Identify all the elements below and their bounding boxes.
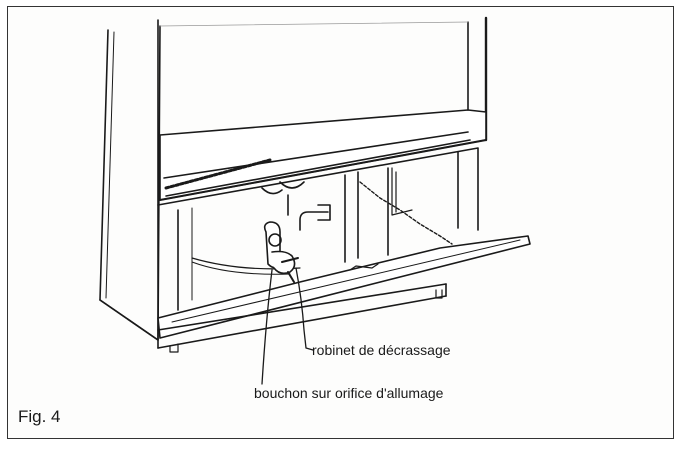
boiler-casing [99, 16, 488, 341]
label-bouchon-orifice-allumage: bouchon sur orifice d'allumage [254, 385, 444, 401]
figure-caption: Fig. 4 [18, 407, 61, 426]
lower-compartment [157, 147, 479, 311]
valve-assembly [263, 221, 299, 283]
control-panel [159, 109, 487, 201]
figure-frame [7, 6, 674, 439]
leader-line-robinet [295, 267, 314, 351]
leader-line-bouchon [261, 269, 273, 385]
label-robinet-de-decrassage: robinet de décrassage [312, 342, 451, 358]
door-chain [359, 181, 453, 245]
base-plinth [99, 283, 447, 353]
drop-down-door [157, 235, 531, 339]
